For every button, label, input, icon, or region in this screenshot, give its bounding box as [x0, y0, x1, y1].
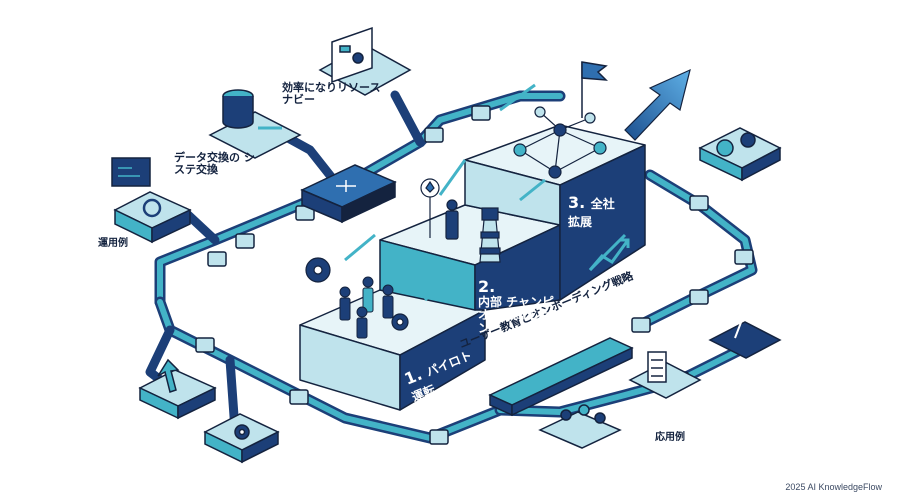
network-nodes-icon — [513, 106, 607, 179]
monitor-device-icon — [318, 26, 412, 96]
settings-device-icon — [203, 413, 280, 464]
lighthouse-icon — [479, 207, 501, 263]
user-group-icon — [538, 404, 622, 449]
trend-arrow-icon — [588, 238, 630, 271]
connector-bar-icon — [488, 337, 634, 417]
growth-arrow-icon — [624, 68, 691, 141]
usage-example-right-label: 応用例 — [655, 432, 685, 443]
step-2-number: 2. — [478, 277, 496, 296]
usage-example-left-label: 運用例 — [98, 238, 128, 249]
terminal-icon — [111, 157, 151, 187]
direction-arrows-icon — [708, 311, 782, 359]
server-icon — [628, 351, 702, 399]
champion-figure-icon — [420, 178, 459, 240]
footer-credit: 2025 AI KnowledgeFlow — [785, 482, 882, 492]
step-2-label: 2. 内部 チャンピオン 成化ション — [478, 278, 558, 335]
people-group-icon — [339, 276, 394, 339]
database-icon — [208, 89, 302, 159]
efficiency-label: 効率になりリソース ナビー — [282, 81, 381, 107]
data-exchange-label: データ交換の システ交換 — [174, 151, 255, 177]
step-3-number: 3. — [568, 193, 586, 212]
step-2-text: 内部 チャンピオン 成化ション — [478, 294, 555, 335]
step-3-label: 3. 全社 拡展 — [568, 194, 628, 229]
sync-device-icon — [113, 191, 192, 244]
flag-icon — [581, 61, 608, 118]
gear-icon — [305, 257, 409, 331]
upload-arrow-icon — [138, 358, 217, 420]
gears-device-icon — [698, 127, 782, 182]
step-3-text: 全社 拡展 — [568, 197, 615, 229]
usb-device-icon — [300, 164, 397, 224]
